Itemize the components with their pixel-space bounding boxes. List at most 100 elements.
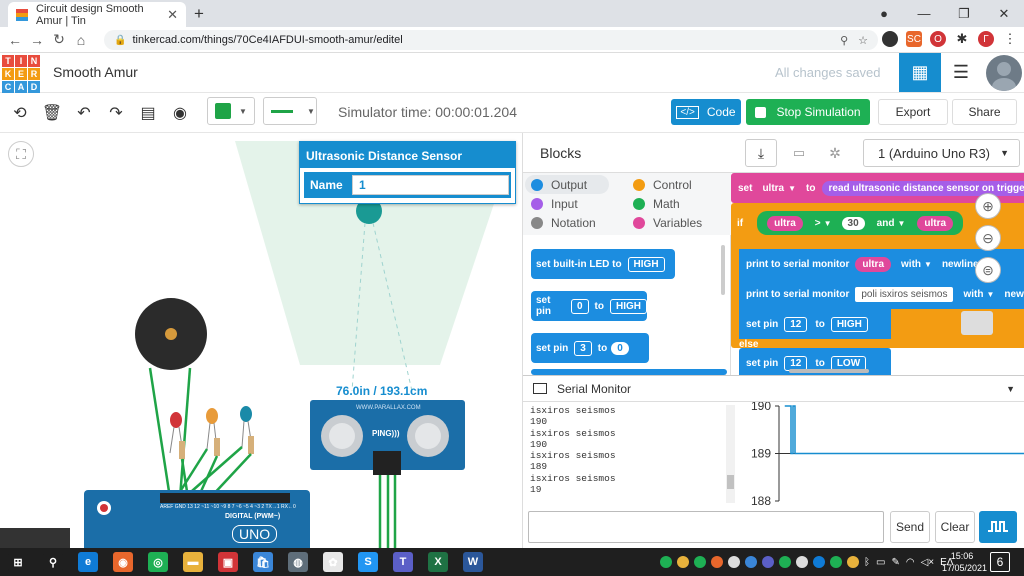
- skype-icon[interactable]: S: [358, 552, 378, 572]
- workspace-scrollbar[interactable]: [789, 369, 869, 373]
- zoom-out-icon[interactable]: ⊖: [975, 225, 1001, 251]
- number-input[interactable]: 30: [841, 216, 865, 230]
- close-window-button[interactable]: ✕: [998, 5, 1010, 21]
- tinkercad-logo[interactable]: T I N K E R C A D: [2, 55, 40, 93]
- variable-ultra[interactable]: ultra: [855, 256, 892, 272]
- new-tab-button[interactable]: +: [194, 4, 204, 23]
- undo-icon[interactable]: ↶: [77, 105, 91, 122]
- battery-icon[interactable]: ▭: [876, 556, 886, 568]
- tray-icon[interactable]: [762, 556, 774, 568]
- chevron-down-icon[interactable]: ▼: [1006, 383, 1015, 394]
- operator-dropdown[interactable]: >: [814, 217, 821, 229]
- browser-tab[interactable]: Circuit design Smooth Amur | Tin ✕: [8, 2, 186, 27]
- if-else-block[interactable]: if ultra > ▼ 30 and ▼ ultra print to ser…: [731, 203, 1024, 350]
- clear-button[interactable]: Clear: [935, 511, 975, 543]
- serial-monitor-header[interactable]: Serial Monitor ▼: [523, 376, 1024, 402]
- share-button[interactable]: Share: [952, 99, 1017, 125]
- notification-center-icon[interactable]: 6: [990, 552, 1010, 572]
- tab-close-icon[interactable]: ✕: [167, 6, 178, 22]
- category-input[interactable]: Input: [525, 194, 627, 213]
- category-notation[interactable]: Notation: [525, 213, 627, 232]
- back-icon[interactable]: ←: [8, 31, 22, 48]
- value-input[interactable]: 0: [611, 341, 629, 355]
- teams-icon[interactable]: T: [393, 552, 413, 572]
- tray-icon[interactable]: [711, 556, 723, 568]
- send-button[interactable]: Send: [890, 511, 930, 543]
- stop-simulation-button[interactable]: Stop Simulation: [746, 99, 870, 125]
- variable-ultra[interactable]: ultra: [917, 215, 954, 231]
- project-name[interactable]: Smooth Amur: [53, 64, 138, 80]
- category-variables[interactable]: Variables: [627, 213, 729, 232]
- name-input[interactable]: 1: [352, 175, 509, 195]
- opera-icon[interactable]: O: [930, 31, 946, 47]
- palette-block-led[interactable]: set built-in LED to HIGH: [531, 249, 675, 279]
- export-button[interactable]: Export: [878, 99, 948, 125]
- serial-scrollbar[interactable]: [726, 405, 735, 503]
- search-icon[interactable]: ⚲: [43, 552, 63, 572]
- zoom-icon[interactable]: ⚲: [840, 34, 849, 47]
- circuit-view-button[interactable]: ▦: [899, 53, 941, 92]
- trash-can-icon[interactable]: [961, 311, 993, 335]
- redo-icon[interactable]: ↷: [109, 105, 123, 122]
- tray-icon[interactable]: [813, 556, 825, 568]
- tray-icon[interactable]: [847, 556, 859, 568]
- palette-scrollbar[interactable]: [721, 245, 725, 295]
- start-icon[interactable]: ⊞: [8, 552, 28, 572]
- excel-icon[interactable]: X: [428, 552, 448, 572]
- tray-icon[interactable]: [677, 556, 689, 568]
- read-sensor-block[interactable]: read ultrasonic distance sensor on trigg…: [821, 180, 1024, 196]
- profile-icon[interactable]: ●: [880, 6, 888, 21]
- store-icon[interactable]: 🛍: [253, 552, 273, 572]
- component-list-button[interactable]: ☰: [943, 53, 979, 92]
- rotate-icon[interactable]: ⟲: [13, 105, 27, 122]
- upload-button[interactable]: ▭: [783, 139, 815, 167]
- variable-ultra[interactable]: ultra: [767, 215, 803, 231]
- menu-kebab-icon[interactable]: ⋮: [1002, 31, 1018, 47]
- taskbar-clock[interactable]: 15:06 17/05/2021: [942, 550, 987, 574]
- tray-icon[interactable]: [728, 556, 740, 568]
- minimize-button[interactable]: —: [917, 6, 931, 21]
- restore-button[interactable]: ❐: [958, 5, 970, 21]
- volume-icon[interactable]: ◁×: [920, 556, 935, 568]
- wire-color-dropdown[interactable]: ▼: [207, 97, 255, 125]
- home-icon[interactable]: ⌂: [76, 31, 86, 48]
- variable-dropdown[interactable]: ultra: [762, 182, 785, 194]
- toggle-graph-button[interactable]: [979, 511, 1017, 543]
- fit-view-icon[interactable]: ⛶: [8, 141, 34, 167]
- tray-icon[interactable]: [779, 556, 791, 568]
- office-icon[interactable]: ▣: [218, 552, 238, 572]
- value-dropdown[interactable]: HIGH: [627, 256, 665, 272]
- category-output[interactable]: Output: [525, 175, 609, 194]
- bluetooth-icon[interactable]: ᛒ: [864, 556, 870, 568]
- file-explorer-icon[interactable]: ▬: [183, 552, 203, 572]
- palette-block-setpin-analog[interactable]: set pin 3 to 0: [531, 333, 649, 363]
- puzzle-icon[interactable]: ✱: [954, 31, 970, 47]
- text-input[interactable]: poli isxiros seismos: [855, 286, 954, 302]
- wire-type-dropdown[interactable]: ▼: [263, 97, 317, 125]
- notes-icon[interactable]: ▤: [140, 105, 156, 122]
- tray-icon[interactable]: [830, 556, 842, 568]
- pin-dropdown[interactable]: 12: [784, 316, 808, 332]
- tray-icon[interactable]: [745, 556, 757, 568]
- value-dropdown[interactable]: HIGH: [830, 316, 868, 332]
- and-condition-block[interactable]: ultra > ▼ 30 and ▼ ultra: [757, 211, 964, 235]
- delete-icon[interactable]: 🗑: [41, 105, 63, 122]
- category-control[interactable]: Control: [627, 175, 729, 194]
- tray-icon[interactable]: [796, 556, 808, 568]
- pen-icon[interactable]: ✎: [891, 556, 900, 568]
- extension-icon[interactable]: [882, 31, 898, 47]
- visibility-icon[interactable]: ◉: [173, 105, 187, 122]
- code-workspace[interactable]: set ultra ▼ to read ultrasonic distance …: [731, 173, 1024, 375]
- tray-icon[interactable]: [694, 556, 706, 568]
- bookmark-star-icon[interactable]: ☆: [858, 34, 868, 47]
- chrome-icon[interactable]: ◎: [148, 552, 168, 572]
- profile-avatar-icon[interactable]: Γ: [978, 31, 994, 47]
- download-code-button[interactable]: ⤓: [745, 139, 777, 167]
- slack-icon[interactable]: ✿: [323, 552, 343, 572]
- debugger-button[interactable]: ✲: [819, 139, 851, 167]
- extension-sc-icon[interactable]: SC: [906, 31, 922, 47]
- forward-icon[interactable]: →: [30, 31, 44, 48]
- zoom-app-icon[interactable]: ◍: [288, 552, 308, 572]
- reload-icon[interactable]: ↻: [53, 31, 65, 47]
- pin-dropdown[interactable]: 3: [574, 340, 592, 356]
